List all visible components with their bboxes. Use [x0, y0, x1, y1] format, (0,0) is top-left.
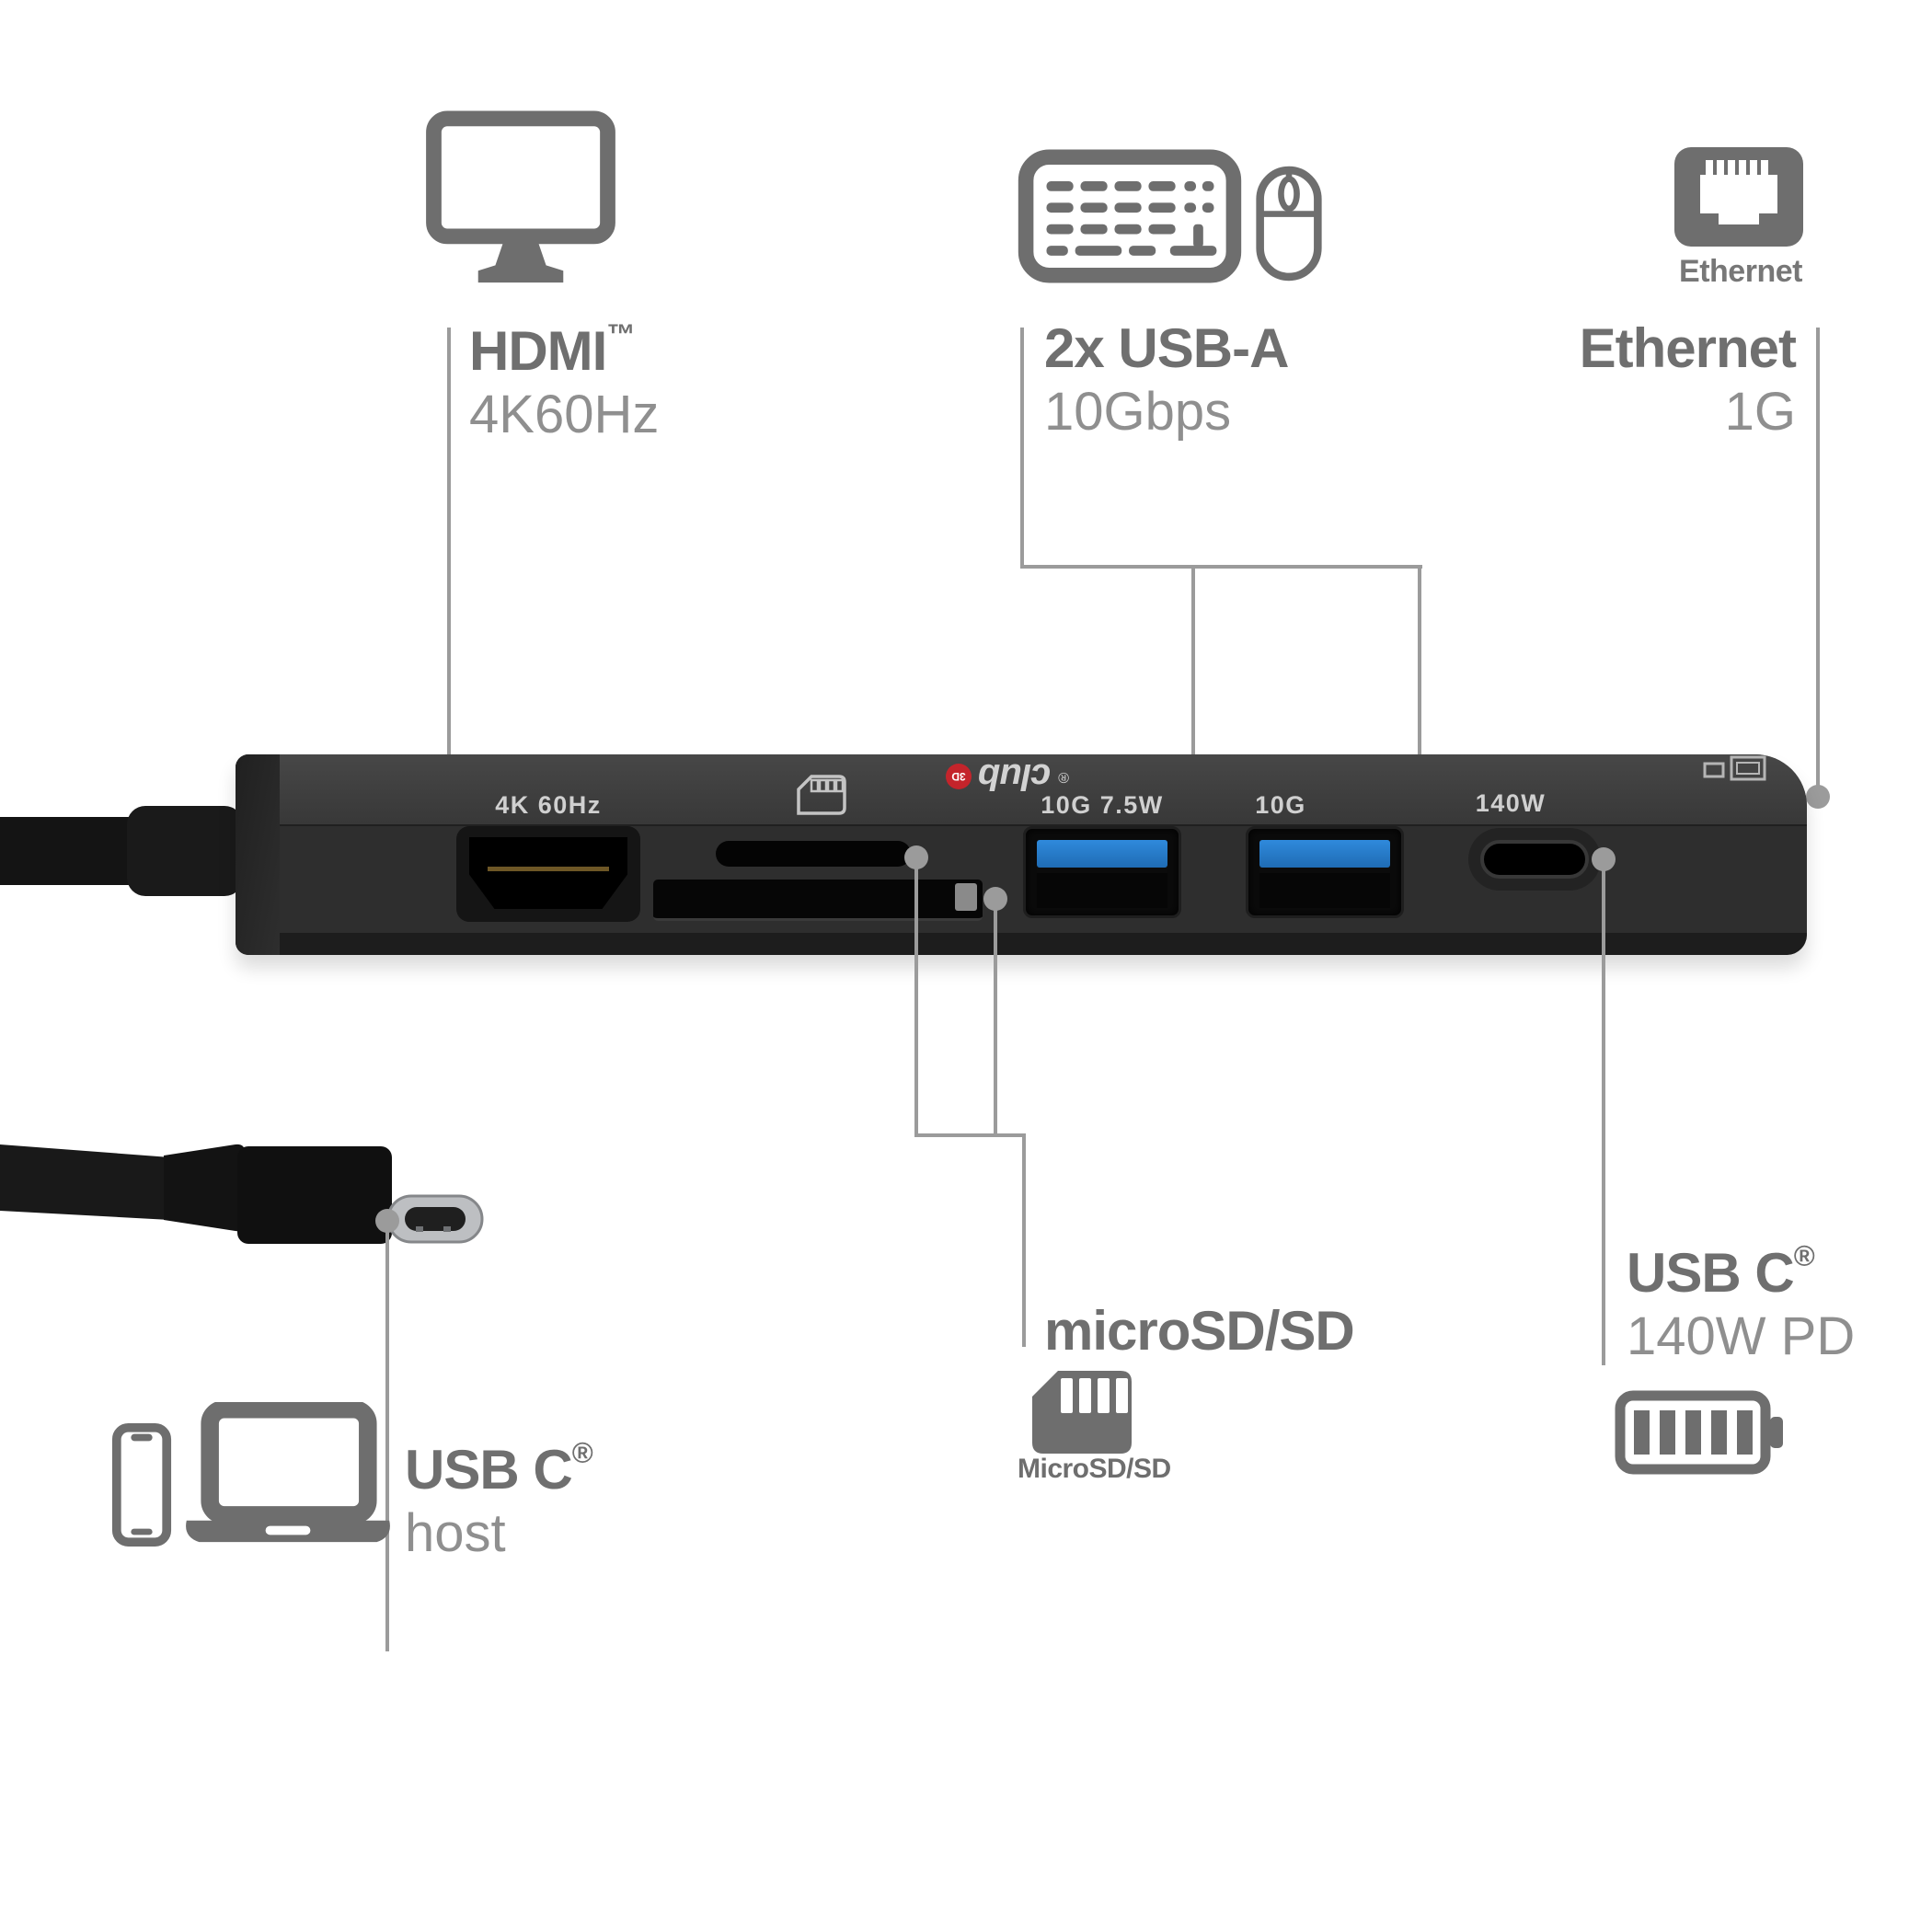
sd-callout-dot	[983, 887, 1007, 911]
sd-slot	[653, 880, 983, 921]
usb-c-port-hole	[1480, 840, 1589, 879]
usbc-host-title: USB C®	[405, 1437, 593, 1501]
usbc-host-callout-dot	[375, 1209, 399, 1233]
usb-a-port-1	[1023, 826, 1181, 918]
usba1-callout-line	[1191, 565, 1195, 859]
usbc-pd-title: USB C®	[1627, 1240, 1815, 1304]
usb-a1-cavity	[1037, 873, 1167, 908]
hub-print-usba2: 10G	[1255, 791, 1306, 819]
sd-callout-vline	[1022, 1133, 1026, 1347]
hdmi-port	[456, 826, 640, 922]
hub-bottom-facet	[236, 933, 1807, 955]
microsd-callout-dot	[904, 845, 928, 869]
hub-print-hdmi: 4K 60Hz	[495, 791, 602, 819]
sd-card-icon	[1032, 1371, 1132, 1454]
sd-slot-clip	[955, 883, 977, 911]
hdmi-port-pins	[488, 867, 609, 871]
cable-strain-relief	[127, 806, 243, 896]
usb-a2-cavity	[1259, 873, 1390, 908]
hub-print-eth-display-icon	[1703, 755, 1766, 781]
monitor-icon	[426, 110, 615, 283]
mouse-icon	[1256, 166, 1322, 282]
smartphone-icon	[111, 1422, 172, 1547]
laptop-icon	[186, 1402, 390, 1543]
ethernet-icon-caption: Ethernet	[1679, 254, 1802, 289]
microsd-title: microSD/SD	[1044, 1300, 1355, 1362]
usb-c-connector-photo	[0, 1144, 484, 1244]
ethernet-title: Ethernet	[1579, 317, 1797, 379]
sd-callout-line	[994, 899, 997, 1137]
hub-top-facet	[236, 754, 1807, 826]
hub-left-endcap	[236, 754, 280, 955]
ethernet-subtitle: 1G	[1724, 382, 1796, 443]
usbc-pd-callout-line	[1602, 859, 1605, 1365]
usb-a-port-2	[1246, 826, 1404, 918]
usb-c-port	[1468, 828, 1601, 891]
microsd-callout-line	[914, 857, 918, 1137]
hdmi-subtitle: 4K60Hz	[469, 385, 660, 445]
hdmi-callout-line	[447, 328, 451, 857]
ethernet-callout-dot	[1806, 785, 1830, 809]
hub-print-usbc: 140W	[1475, 789, 1547, 817]
sd-icon-caption: MicroSD/SD	[1018, 1454, 1171, 1484]
usb-a2-tongue	[1259, 840, 1390, 868]
battery-icon	[1615, 1390, 1783, 1475]
usba-title: 2x USB-A	[1044, 317, 1289, 379]
keyboard-icon	[1018, 149, 1242, 283]
usba-callout-rule	[1020, 328, 1024, 569]
ethernet-callout-line	[1816, 328, 1820, 799]
host-cable	[0, 817, 140, 885]
hub-print-usba1: 10G 7.5W	[1041, 791, 1164, 819]
sd-callout-hline	[914, 1133, 1026, 1137]
club3d-logo: ® club 3D	[906, 757, 1109, 798]
usb-a1-tongue	[1037, 840, 1167, 868]
hub-print-sd-icon	[797, 775, 846, 815]
usba-subtitle: 10Gbps	[1044, 382, 1232, 443]
logo-3d-ball: 3D	[945, 764, 972, 789]
usbc-pd-subtitle: 140W PD	[1627, 1306, 1856, 1367]
hdmi-port-hole	[469, 837, 627, 909]
usbc-host-callout-line	[385, 1221, 389, 1651]
usbc-host-subtitle: host	[405, 1503, 506, 1564]
usbc-pd-callout-dot	[1592, 847, 1616, 871]
hdmi-title: HDMI™	[469, 318, 636, 382]
ethernet-jack-icon	[1674, 147, 1803, 247]
logo-registered-mark: ®	[1058, 769, 1070, 785]
usba2-callout-line	[1418, 565, 1421, 857]
usba-callout-hline	[1020, 565, 1422, 569]
microsd-slot	[716, 841, 911, 867]
